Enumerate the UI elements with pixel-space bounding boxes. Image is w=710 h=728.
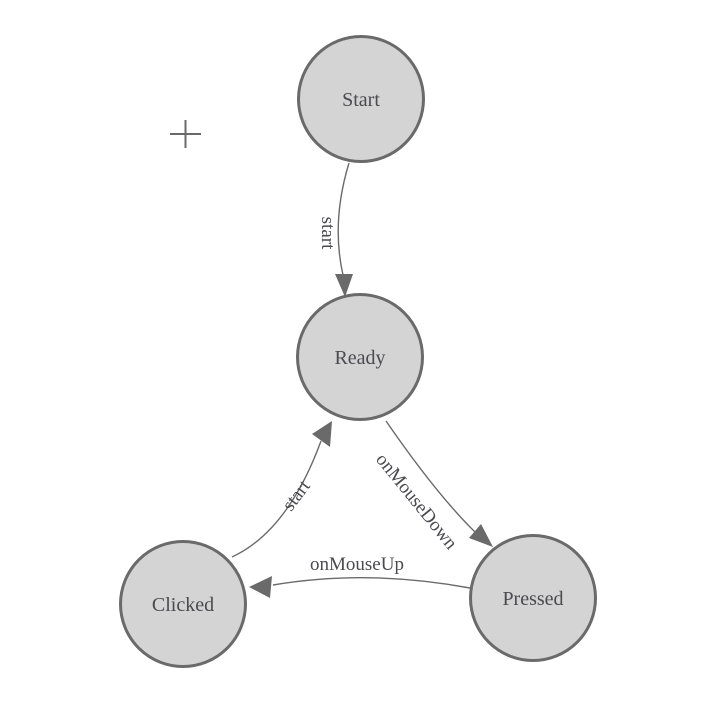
node-start[interactable]: Start [297, 35, 425, 163]
edge-line [272, 576, 471, 589]
node-clicked[interactable]: Clicked [119, 540, 247, 668]
node-label: Pressed [502, 588, 563, 610]
arrowhead-icon [335, 274, 353, 297]
edge-label-start-1: start [317, 217, 338, 250]
edge-pressed-to-clicked[interactable]: onMouseUp [249, 554, 471, 598]
arrowhead-icon [312, 421, 332, 447]
edge-line [385, 420, 477, 534]
node-label: Start [342, 89, 380, 111]
plus-crosshair-icon [170, 120, 201, 148]
arrowhead-icon [469, 524, 493, 547]
edge-line [337, 162, 350, 276]
node-circle[interactable] [119, 540, 247, 668]
edge-clicked-to-ready[interactable]: start [231, 421, 332, 558]
edge-start-to-ready[interactable]: start [317, 162, 353, 297]
node-circle[interactable] [469, 534, 597, 662]
node-circle[interactable] [297, 35, 425, 163]
edge-label-onmouseup: onMouseUp [310, 554, 404, 575]
node-pressed[interactable]: Pressed [469, 534, 597, 662]
node-ready[interactable]: Ready [296, 293, 424, 421]
node-circle[interactable] [296, 293, 424, 421]
edge-label-onmousedown: onMouseDown [371, 449, 461, 554]
arrowhead-icon [249, 576, 272, 598]
edge-ready-to-pressed[interactable]: onMouseDown [371, 420, 493, 554]
edge-line [231, 440, 322, 558]
node-label: Ready [334, 347, 385, 369]
node-label: Clicked [152, 594, 214, 616]
edge-label-start-2: start [278, 476, 315, 515]
